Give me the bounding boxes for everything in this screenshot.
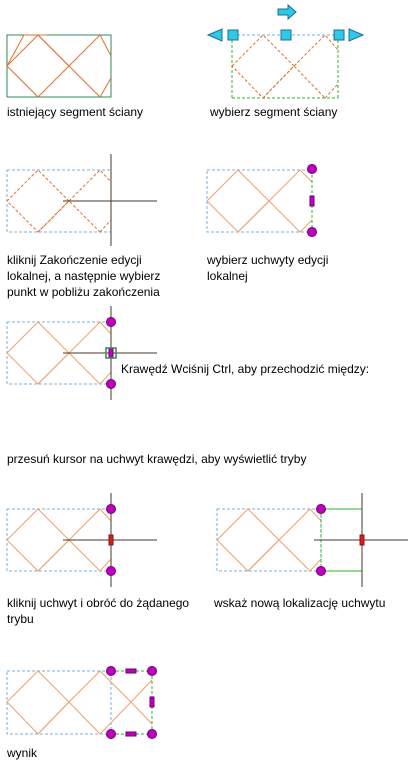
square-grip-icon[interactable] bbox=[227, 29, 239, 41]
circle-grip-icon[interactable] bbox=[307, 164, 317, 174]
circle-grip-icon[interactable] bbox=[147, 666, 157, 676]
circle-grip-icon[interactable] bbox=[106, 729, 116, 739]
edge-grip-active-icon[interactable] bbox=[108, 534, 114, 546]
caption-line: istniejący segment ściany bbox=[7, 105, 144, 119]
cyan-arrow-icon[interactable] bbox=[277, 3, 297, 21]
caption-line: lokalnej bbox=[207, 269, 248, 283]
caption-line: wybierz uchwyty edycji bbox=[207, 253, 329, 267]
circle-grip-icon[interactable] bbox=[106, 666, 116, 676]
circle-grip-icon[interactable] bbox=[106, 379, 116, 389]
circle-grip-icon[interactable] bbox=[316, 566, 326, 576]
caption-line: punkt w pobliżu zakończenia bbox=[7, 285, 160, 299]
tooltip-edge-ctrl: Krawędź Wciśnij Ctrl, aby przechodzić mi… bbox=[121, 361, 369, 377]
caption-step3: kliknij Zakończenie edycji lokalnej, a n… bbox=[7, 252, 160, 300]
cyan-arrow-icon[interactable] bbox=[206, 28, 223, 42]
edge-grip-active-icon[interactable] bbox=[359, 534, 365, 546]
wall-outline-dashed bbox=[6, 670, 112, 735]
caption-line: wskaż nową lokalizację uchwytu bbox=[214, 596, 386, 610]
caption-step1: istniejący segment ściany bbox=[7, 104, 143, 120]
wall-hatch-pattern bbox=[6, 670, 153, 735]
caption-line: wynik bbox=[7, 746, 38, 760]
edge-grip-icon[interactable] bbox=[149, 696, 155, 708]
cyan-arrow-icon[interactable] bbox=[348, 28, 365, 42]
caption-step2: wybierz segment ściany bbox=[210, 104, 337, 120]
circle-grip-icon[interactable] bbox=[106, 504, 116, 514]
wall-hatch-pattern-dashed bbox=[231, 34, 339, 99]
wall-hatch-pattern bbox=[206, 169, 313, 233]
square-grip-icon[interactable] bbox=[333, 29, 345, 41]
caption-line: przesuń kursor na uchwyt krawędzi, aby w… bbox=[7, 452, 307, 466]
caption-line: kliknij uchwyt i obróć do żądanego bbox=[7, 596, 190, 610]
circle-grip-icon[interactable] bbox=[147, 729, 157, 739]
circle-grip-icon[interactable] bbox=[106, 317, 116, 327]
caption-line: lokalnej, a następnie wybierz bbox=[7, 269, 161, 283]
square-grip-icon[interactable] bbox=[280, 29, 292, 41]
pickbox-cursor-icon bbox=[105, 347, 117, 359]
caption-step4: wybierz uchwyty edycji lokalnej bbox=[207, 252, 328, 284]
wall-hatch-pattern bbox=[6, 34, 112, 98]
caption-line: wybierz segment ściany bbox=[210, 105, 338, 119]
circle-grip-icon[interactable] bbox=[307, 227, 317, 237]
caption-step5: przesuń kursor na uchwyt krawędzi, aby w… bbox=[7, 451, 306, 467]
tooltip-line: Krawędź Wciśnij Ctrl, aby przechodzić mi… bbox=[121, 362, 370, 376]
circle-grip-icon[interactable] bbox=[316, 504, 326, 514]
circle-grip-icon[interactable] bbox=[106, 566, 116, 576]
edge-grip-icon[interactable] bbox=[125, 731, 137, 737]
caption-step8: wynik bbox=[7, 745, 37, 761]
caption-step6: kliknij uchwyt i obróć do żądanego trybu bbox=[7, 595, 189, 627]
edge-grip-icon[interactable] bbox=[309, 195, 315, 207]
caption-step7: wskaż nową lokalizację uchwytu bbox=[214, 595, 385, 611]
edge-grip-icon[interactable] bbox=[125, 668, 137, 674]
wall-hatch-pattern bbox=[216, 508, 322, 572]
caption-line: trybu bbox=[7, 612, 34, 626]
caption-line: kliknij Zakończenie edycji bbox=[7, 253, 142, 267]
